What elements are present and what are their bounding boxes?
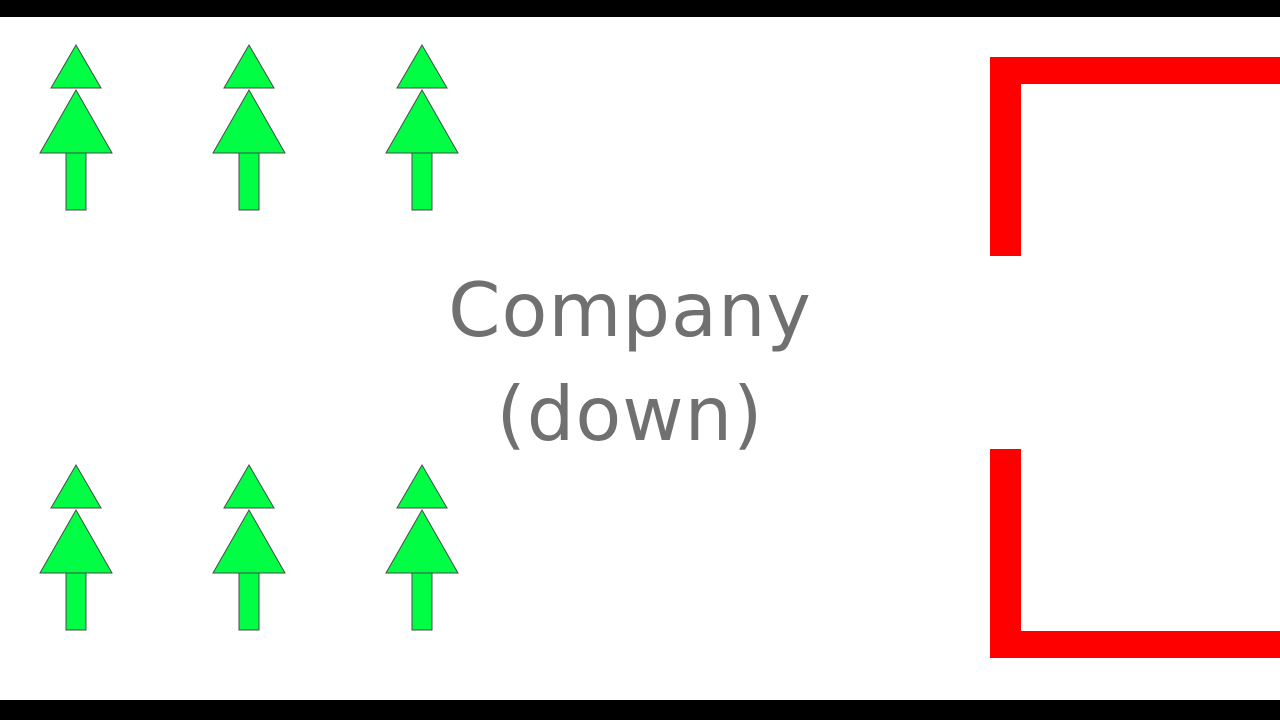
tree-icon: [211, 463, 287, 633]
label-line-2: (down): [496, 370, 764, 458]
red-wall-bottom-horizontal: [990, 631, 1280, 658]
red-wall-bottom-vertical: [990, 449, 1021, 658]
tree-icon: [38, 463, 114, 633]
bottom-border: [0, 700, 1280, 720]
top-border: [0, 0, 1280, 17]
tree-icon: [384, 43, 460, 213]
label-line-1: Company: [448, 266, 812, 354]
company-label: Company (down): [430, 258, 830, 466]
tree-icon: [38, 43, 114, 213]
red-wall-top-vertical: [990, 57, 1021, 256]
red-wall-top-horizontal: [990, 57, 1280, 84]
tree-icon: [384, 463, 460, 633]
tree-icon: [211, 43, 287, 213]
